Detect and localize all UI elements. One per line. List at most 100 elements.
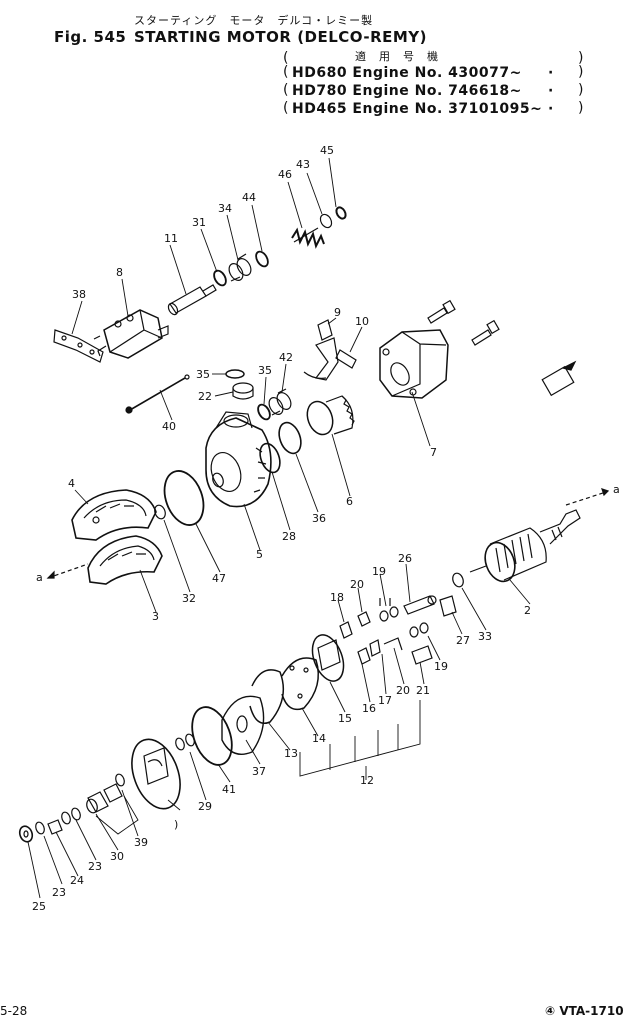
engine-line-2: HD780 Engine No. 746618~ [292, 83, 522, 99]
o-ring-35-lower [257, 403, 271, 421]
part-label: 45 [320, 144, 334, 157]
part-label: 47 [212, 572, 226, 585]
ring-36 [278, 421, 302, 455]
plunger-11 [167, 284, 217, 316]
pinion-drive-6 [306, 395, 355, 436]
o-ring-35-upper [225, 369, 245, 379]
terminal-20-lower [369, 639, 381, 657]
washer-23-b [35, 821, 45, 835]
ring-31 [213, 269, 227, 287]
part-label: 17 [378, 694, 392, 707]
part-label: 22 [198, 390, 212, 403]
part-label: 16 [362, 702, 376, 715]
ring-28 [259, 442, 281, 474]
part-label: 14 [312, 732, 326, 745]
part-label: a [36, 571, 43, 584]
spring-46 [291, 227, 325, 249]
figure-title: STARTING MOTOR (DELCO-REMY) [134, 28, 428, 46]
brush-holder-26 [403, 595, 437, 615]
part-label: 15 [338, 712, 352, 725]
part-label: 29 [198, 800, 212, 813]
japanese-title: スターティング モータ デルコ・レミー製 [134, 14, 374, 27]
washer-23-a [61, 811, 71, 825]
o-ring-41 [191, 706, 233, 766]
shift-lever-9 [303, 319, 339, 381]
washer-43 [319, 213, 333, 229]
applicability-label: 適 用 号 機 [355, 50, 439, 63]
plate-13 [249, 669, 285, 724]
part-label: 8 [116, 266, 123, 279]
terminal-16 [357, 647, 371, 665]
bracket-12 [299, 700, 421, 780]
washer-30 [71, 807, 81, 821]
o-ring-47 [163, 470, 205, 526]
cap-22 [232, 382, 254, 400]
part-label: 43 [296, 158, 310, 171]
part-label: 44 [242, 191, 256, 204]
engine-dot-3: · [548, 101, 554, 117]
part-label: 34 [218, 202, 232, 215]
part-label: 35 [196, 368, 210, 381]
washer-33 [452, 572, 464, 588]
part-label: 9 [334, 306, 341, 319]
part-label: 24 [70, 874, 84, 887]
part-label: 41 [222, 783, 236, 796]
part-label: 38 [72, 288, 86, 301]
washer-32 [154, 504, 166, 520]
insulator-14 [281, 657, 319, 711]
plate-38 [53, 329, 104, 363]
part-label: 20 [350, 578, 364, 591]
field-coil-3 [87, 535, 163, 585]
direction-arrow-icon [541, 360, 577, 397]
spring-19-lower [409, 622, 429, 638]
part-label: 21 [416, 684, 430, 697]
washers-29 [175, 733, 195, 751]
document-code: ④ VTA-1710 [545, 1004, 624, 1018]
nut-24 [47, 819, 63, 835]
part-label: 31 [192, 216, 206, 229]
clip-21 [383, 637, 403, 651]
engine-line-1: HD680 Engine No. 430077~ [292, 65, 522, 81]
part-label: 19 [434, 660, 448, 673]
ring-44 [255, 250, 269, 268]
part-label: 19 [372, 565, 386, 578]
part-label: 18 [330, 591, 344, 604]
part-label: 32 [182, 592, 196, 605]
drive-housing-7 [379, 329, 449, 399]
engine-dot-1: · [548, 65, 554, 81]
figure-number: Fig. 545 [54, 28, 127, 46]
part-label: 46 [278, 168, 292, 181]
part-labels: 45 43 46 44 34 31 11 8 38 9 10 35 35 42 … [32, 144, 620, 913]
part-label: 42 [279, 351, 293, 364]
part-label: 20 [396, 684, 410, 697]
part-label: 4 [68, 477, 75, 490]
part-label: 5 [256, 548, 263, 561]
part-label: 36 [312, 512, 326, 525]
armature-2 [469, 509, 581, 583]
bushing-34 [228, 253, 252, 282]
bracket-mark: ) [174, 818, 178, 831]
part-label: 28 [282, 530, 296, 543]
lead-wire-40 [125, 374, 190, 414]
part-label: 35 [258, 364, 272, 377]
part-label: 26 [398, 552, 412, 565]
terminal-20-upper [357, 611, 371, 627]
part-label: 39 [134, 836, 148, 849]
part-label: 23 [88, 860, 102, 873]
part-label: a [613, 483, 620, 496]
part-label: 37 [252, 765, 266, 778]
part-label: 12 [360, 774, 374, 787]
bracket-39 [95, 795, 139, 835]
brush-plate-15 [311, 634, 345, 682]
bolt-upper [427, 299, 456, 324]
clip-19-right [411, 645, 433, 665]
part-label: 25 [32, 900, 46, 913]
part-label: 10 [355, 315, 369, 328]
part-label: 40 [162, 420, 176, 433]
bushing-42 [268, 388, 292, 416]
bolt-lower [471, 319, 500, 346]
part-label: 11 [164, 232, 178, 245]
field-coil-4 [71, 489, 157, 541]
part-label: 23 [52, 886, 66, 899]
